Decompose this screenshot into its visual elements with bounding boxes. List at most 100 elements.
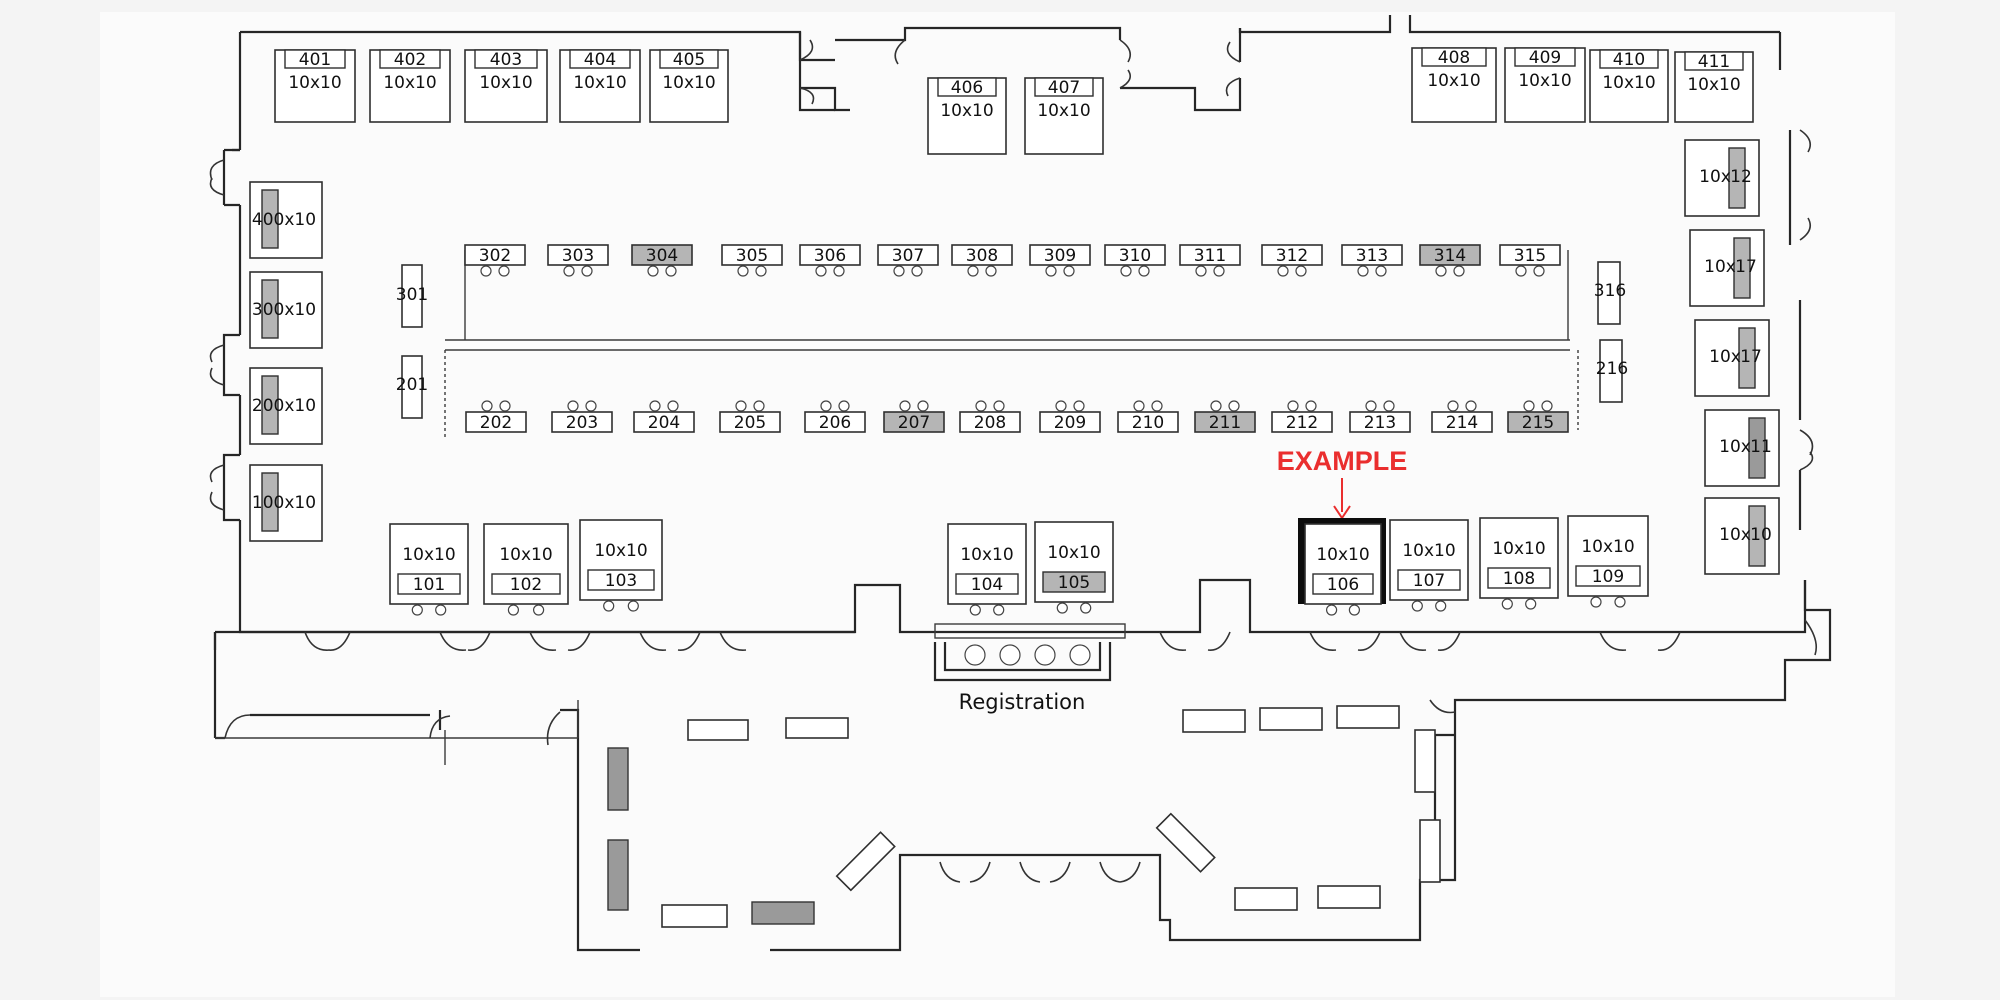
chair	[1325, 604, 1338, 616]
booth-number-110: 10	[1750, 525, 1772, 545]
booth-number-208: 208	[974, 413, 1006, 433]
booth-label-box	[1748, 505, 1766, 567]
booth-214	[1431, 411, 1493, 433]
chair	[737, 265, 749, 277]
registration-desk	[964, 644, 1091, 666]
booth-size: 10x	[1719, 525, 1751, 545]
booth-306	[799, 244, 861, 266]
chair	[1210, 400, 1222, 412]
chair	[1541, 400, 1553, 412]
chair	[1080, 602, 1092, 614]
booth-number-405: 405	[673, 50, 705, 70]
booth-number-108: 108	[1503, 569, 1535, 589]
chair	[1383, 400, 1395, 412]
booth-label-box	[1397, 569, 1461, 591]
chair	[585, 400, 597, 412]
lobby-tables	[607, 705, 1441, 928]
booth-label-box	[284, 49, 346, 69]
booth-number-308: 308	[966, 246, 998, 266]
booth-number-104: 104	[971, 575, 1003, 595]
chair	[1590, 596, 1602, 608]
chair	[435, 604, 447, 616]
chair	[563, 265, 575, 277]
booth-number-207: 207	[898, 413, 930, 433]
booth-number-400: 400x10	[252, 210, 316, 230]
booth-number-307: 307	[892, 246, 924, 266]
paper-background	[100, 12, 1895, 997]
chair	[1195, 265, 1207, 277]
booth-number-408: 408	[1438, 48, 1470, 68]
booth-label-box	[261, 279, 279, 339]
booth-label-box	[587, 569, 655, 591]
chair	[411, 604, 423, 616]
booth-label-box	[1575, 565, 1641, 587]
booth-312	[1261, 244, 1323, 266]
booth-number-216: 216	[1596, 359, 1628, 379]
booth-number-407: 407	[1048, 78, 1080, 98]
booth-number-313: 313	[1356, 246, 1388, 266]
booth-number-406: 406	[951, 78, 983, 98]
booth-size: 10x	[1719, 437, 1751, 457]
chair	[1120, 265, 1132, 277]
booth-201	[401, 355, 423, 419]
booth-212	[1271, 411, 1333, 433]
booth-number-214: 214	[1446, 413, 1478, 433]
chair	[532, 604, 545, 616]
booth-number-412: 12	[1730, 167, 1752, 187]
booth-label-box	[1421, 47, 1487, 67]
booth-size: 10x10	[573, 73, 626, 93]
chair	[833, 265, 845, 277]
booth-number-305: 305	[736, 246, 768, 266]
chair	[993, 604, 1005, 616]
chair	[917, 400, 929, 412]
booth-label-box	[491, 573, 561, 595]
booth-111	[1704, 409, 1780, 487]
inner-aisle	[444, 250, 1579, 440]
chair	[1525, 598, 1537, 610]
chair	[1228, 400, 1240, 412]
booth-label-box	[474, 49, 538, 69]
booth-size: 10x10	[402, 545, 455, 565]
chair	[755, 265, 767, 277]
chair	[667, 400, 679, 412]
booth-304	[631, 244, 693, 266]
booth-label-box	[379, 49, 441, 69]
chair	[1295, 265, 1307, 277]
booth-size: 10x10	[1316, 545, 1369, 565]
chair	[1447, 400, 1459, 412]
booth-size: 10x10	[383, 73, 436, 93]
chair	[647, 265, 659, 277]
booth-number-314: 314	[1434, 246, 1466, 266]
chair	[1435, 600, 1447, 612]
booth-number-317: 17	[1735, 257, 1757, 277]
chair	[1133, 400, 1145, 412]
chair	[735, 400, 747, 412]
booth-205	[719, 411, 781, 433]
chair	[899, 400, 911, 412]
chair	[1375, 265, 1387, 277]
chair	[1056, 602, 1068, 614]
chair	[507, 604, 520, 616]
chair	[1357, 265, 1369, 277]
booth-number-212: 212	[1286, 413, 1318, 433]
booth-number-102: 102	[510, 575, 542, 595]
chair	[480, 265, 492, 277]
booth-number-106: 106	[1327, 575, 1359, 595]
example-arrow	[1333, 478, 1351, 520]
booth-number-309: 309	[1044, 246, 1076, 266]
booth-number-107: 107	[1413, 571, 1445, 591]
booth-215	[1507, 411, 1569, 433]
booth-label-box	[1514, 47, 1576, 67]
chair	[911, 265, 923, 277]
booth-number-200: 200x10	[252, 396, 316, 416]
chair	[1348, 604, 1361, 616]
booth-number-401: 401	[299, 50, 331, 70]
booth-303	[547, 244, 609, 266]
booth-203	[551, 411, 613, 433]
booth-213	[1349, 411, 1411, 433]
booth-number-204: 204	[648, 413, 680, 433]
booth-311	[1179, 244, 1241, 266]
booth-302	[464, 244, 526, 266]
booth-label-box	[1599, 49, 1659, 69]
chair	[498, 265, 510, 277]
